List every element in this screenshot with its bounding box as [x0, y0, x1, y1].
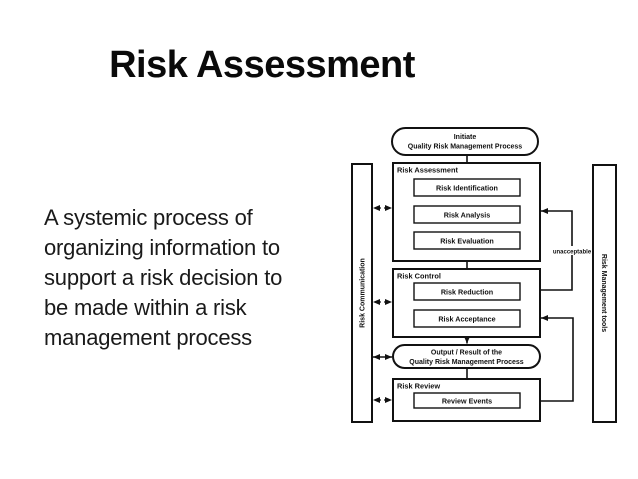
slide-title: Risk Assessment [109, 44, 415, 86]
body-text: A systemic process of organizing informa… [44, 203, 282, 353]
body-text-line: support a risk decision to [44, 265, 283, 290]
body-text-line: management process [44, 325, 252, 350]
risk-acceptance-box [413, 309, 521, 328]
review-events-box [413, 392, 521, 409]
initiate-line1: Initiate [454, 134, 477, 141]
risk-reduction-box [413, 282, 521, 301]
body-text-line: A systemic process of [44, 205, 253, 230]
initiate-node [391, 127, 539, 156]
output-line1: Output / Result of the [431, 350, 502, 357]
risk-control-label: Risk Control [397, 272, 441, 281]
risk-management-tools-bar [592, 164, 617, 423]
risk-analysis-label: Risk Analysis [444, 211, 490, 220]
risk-evaluation-label: Risk Evaluation [440, 237, 494, 246]
review-feedback-line [520, 315, 574, 402]
quality-risk-management-diagram: Risk Communication Risk Management tools… [351, 127, 617, 423]
unacceptable-label-bg [552, 246, 592, 255]
risk-identification-label: Risk Identification [436, 184, 498, 193]
risk-communication-bar [351, 163, 373, 423]
output-line2: Quality Risk Management Process [409, 359, 523, 366]
risk-identification-box [413, 178, 521, 197]
risk-assessment-label: Risk Assessment [397, 166, 458, 175]
review-events-label: Review Events [442, 397, 492, 406]
body-text-line: be made within a risk [44, 295, 247, 320]
body-text-line: organizing information to [44, 235, 280, 260]
risk-analysis-box [413, 205, 521, 224]
risk-acceptance-label: Risk Acceptance [438, 315, 495, 324]
initiate-line2: Quality Risk Management Process [408, 144, 522, 151]
risk-reduction-label: Risk Reduction [441, 288, 493, 297]
unacceptable-label: unacceptable [553, 250, 592, 256]
risk-communication-label: Risk Communication [360, 258, 367, 328]
risk-evaluation-box [413, 231, 521, 250]
risk-management-tools-label: Risk Management tools [600, 254, 607, 332]
risk-review-label: Risk Review [397, 382, 440, 391]
output-node [392, 344, 541, 369]
